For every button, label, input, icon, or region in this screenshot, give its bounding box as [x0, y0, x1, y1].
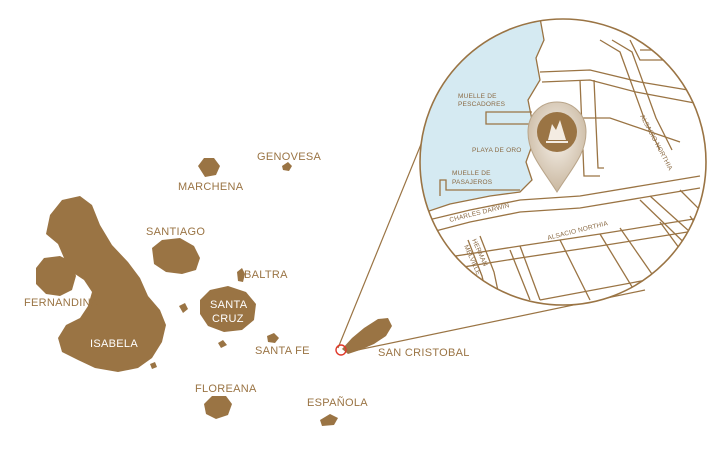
label-muelle-pescadores-2: PESCADORES: [458, 101, 506, 108]
small-islet: [150, 362, 157, 369]
label-playa-de-oro: PLAYA DE ORO: [472, 147, 521, 154]
pier-pescadores: [485, 111, 532, 125]
connector-line-top: [337, 131, 427, 349]
location-pin-icon[interactable]: [527, 101, 587, 193]
label-santiago: SANTIAGO: [146, 226, 205, 238]
label-muelle-pasajeros-1: MUELLE DE: [452, 170, 491, 177]
label-floreana: FLOREANA: [195, 383, 257, 395]
santa-cruz-island: [200, 286, 256, 332]
port-highlight-circle: [335, 344, 347, 356]
label-santa-fe: SANTA FE: [255, 345, 310, 357]
rabida-islet: [218, 340, 227, 348]
pinzon-islet: [179, 303, 188, 313]
fernandina-island: [36, 256, 76, 296]
genovesa-island: [282, 162, 292, 171]
pier-pasajeros: [439, 179, 520, 196]
label-muelle-pescadores-1: MUELLE DE: [458, 93, 497, 100]
espanola-island: [320, 414, 338, 426]
label-marchena: MARCHENA: [178, 181, 244, 193]
label-espanola: ESPAÑOLA: [307, 396, 368, 409]
label-san-cristobal: SAN CRISTOBAL: [378, 347, 470, 359]
label-baltra: BALTRA: [244, 269, 288, 281]
marchena-island: [198, 158, 220, 177]
isabela-island: [46, 196, 166, 372]
san-cristobal-island: [342, 318, 392, 354]
label-isabela: ISABELA: [90, 338, 138, 350]
baltra-island: [237, 268, 245, 282]
santiago-island: [152, 238, 200, 274]
inset-border: [419, 18, 707, 306]
floreana-island: [204, 396, 232, 419]
santa-fe-island: [267, 333, 279, 343]
inset-map: MUELLE DE PESCADORES PLAYA DE ORO MUELLE…: [419, 18, 707, 306]
label-santa-cruz-1: SANTA: [210, 299, 248, 311]
street-grid: [420, 39, 706, 305]
label-santa-cruz-2: CRUZ: [212, 313, 244, 325]
label-fernandina: FERNANDINA: [24, 297, 99, 309]
label-muelle-pasajeros-2: PASAJEROS: [452, 179, 493, 186]
islands-group: [36, 158, 392, 426]
label-genovesa: GENOVESA: [257, 151, 322, 163]
